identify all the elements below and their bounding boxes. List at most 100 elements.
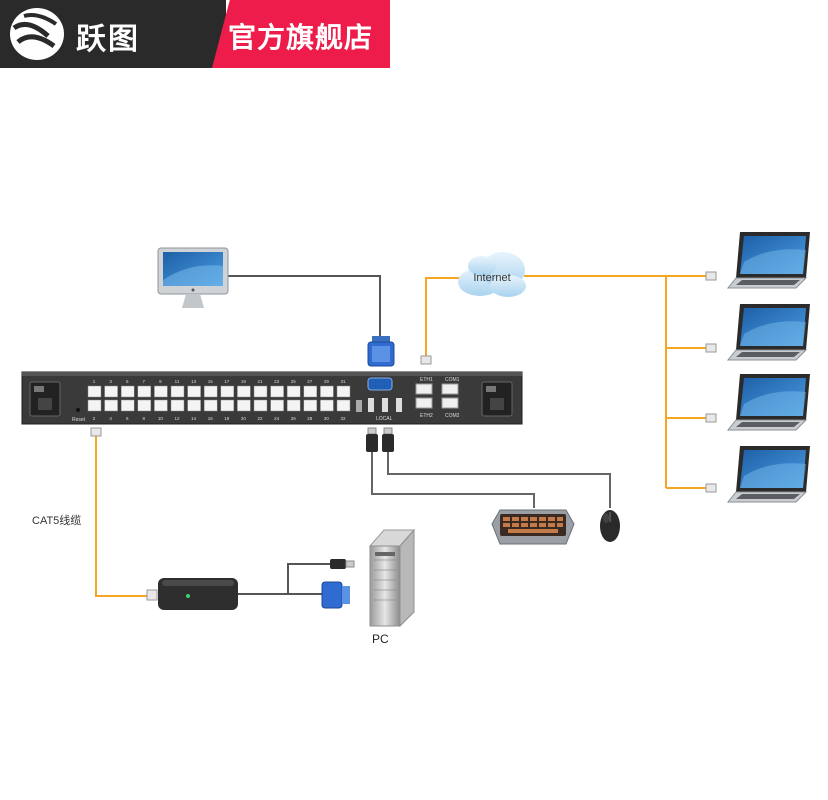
rj45-port-icon xyxy=(220,399,235,412)
brand-logo-icon xyxy=(10,8,64,60)
laptop-group xyxy=(726,232,810,503)
keyboard-icon xyxy=(491,509,575,545)
rj45-port-icon xyxy=(336,385,351,398)
port-number-label: 12 xyxy=(174,416,180,421)
port-number-label: 31 xyxy=(340,379,346,384)
rj45-port-icon xyxy=(87,385,102,398)
vga-connector-icon xyxy=(367,336,395,367)
rj45-port-icon xyxy=(137,385,152,398)
rj45-port-icon xyxy=(104,399,118,412)
mouse-cable xyxy=(387,452,611,508)
rj45-port-icon xyxy=(237,385,251,398)
dongle-usb-plug-icon xyxy=(330,559,355,569)
local-label: LOCAL xyxy=(376,416,393,422)
rj45-port-icon xyxy=(104,385,118,398)
eth2-label: ETH2 xyxy=(420,413,433,419)
usb-plug-icon xyxy=(366,427,394,452)
rj45-port-icon xyxy=(237,399,251,412)
com1-label: COM1 xyxy=(445,377,460,383)
rj45-port-icon xyxy=(303,385,318,398)
rj45-port-icon xyxy=(120,399,135,412)
reset-label: Reset xyxy=(72,417,86,423)
port-number-label: 15 xyxy=(208,379,214,384)
port-number-label: 17 xyxy=(224,379,230,384)
cat5-cable-label: CAT5线缆 xyxy=(32,513,81,527)
laptop-icon xyxy=(726,374,810,431)
monitor-cable xyxy=(226,275,381,340)
port-number-label: 8 xyxy=(143,416,146,421)
eth2-port-icon xyxy=(415,397,433,409)
rj45-port-icon xyxy=(270,399,284,412)
kvm-switch-device: Reset 1234567891011121314151617181920212… xyxy=(21,371,523,425)
pc-tower-icon xyxy=(368,528,416,628)
eth1-port-icon xyxy=(415,383,433,395)
dongle-usb-cable xyxy=(236,563,330,595)
port-number-label: 24 xyxy=(274,416,280,421)
port-number-label: 6 xyxy=(126,416,129,421)
port-number-label: 20 xyxy=(241,416,247,421)
store-banner: 跃图 官方旗舰店 xyxy=(0,0,390,68)
port-number-label: 21 xyxy=(257,379,263,384)
monitor-icon xyxy=(157,247,229,308)
rj45-port-icon xyxy=(320,385,334,398)
internet-label: Internet xyxy=(473,272,510,284)
port-number-label: 9 xyxy=(159,379,162,384)
rj45-port-icon xyxy=(187,399,201,412)
rj45-port-icon xyxy=(170,399,185,412)
com2-port-icon xyxy=(441,397,459,409)
port-number-label: 2 xyxy=(93,416,96,421)
internet-cloud-icon xyxy=(458,252,526,297)
pc-label: PC xyxy=(372,632,389,646)
rj45-port-icon xyxy=(187,385,201,398)
store-label: 官方旗舰店 xyxy=(228,21,374,54)
rj45-port-icon xyxy=(203,399,218,412)
port-number-label: 28 xyxy=(307,416,313,421)
rj45-jack-icon xyxy=(90,271,717,601)
port-number-label: 14 xyxy=(191,416,197,421)
port-number-label: 7 xyxy=(143,379,146,384)
mouse-icon xyxy=(600,510,620,542)
reset-button-icon xyxy=(76,408,80,412)
port-number-label: 11 xyxy=(175,379,180,384)
port-number-label: 10 xyxy=(158,416,164,421)
laptop-icon xyxy=(726,304,810,361)
keyboard-cable xyxy=(371,452,535,508)
rj45-port-icon xyxy=(120,385,135,398)
port-number-label: 22 xyxy=(257,416,263,421)
port-number-label: 19 xyxy=(241,379,247,384)
port-number-label: 30 xyxy=(324,416,330,421)
brand-name: 跃图 xyxy=(76,22,140,57)
port-grid: 1234567891011121314151617181920212223242… xyxy=(87,379,351,421)
rj45-port-icon xyxy=(154,399,168,412)
port-number-label: 18 xyxy=(224,416,230,421)
laptop-icon xyxy=(726,232,810,289)
rj45-port-icon xyxy=(286,385,301,398)
rj45-port-icon xyxy=(303,399,318,412)
port-number-label: 5 xyxy=(126,379,129,384)
port-number-label: 23 xyxy=(274,379,280,384)
port-number-label: 29 xyxy=(324,379,330,384)
port-number-label: 32 xyxy=(340,416,346,421)
rj45-port-icon xyxy=(170,385,185,398)
com2-label: COM2 xyxy=(445,413,460,419)
rj45-port-icon xyxy=(137,399,152,412)
internet-trunk-cable xyxy=(524,275,667,488)
rj45-port-icon xyxy=(320,399,334,412)
rj45-port-icon xyxy=(253,385,268,398)
kvm-dongle-icon xyxy=(158,578,238,610)
port-number-label: 1 xyxy=(93,379,96,384)
rj45-port-icon xyxy=(154,385,168,398)
laptop-icon xyxy=(726,446,810,503)
port-number-label: 16 xyxy=(208,416,214,421)
dongle-vga-plug-icon xyxy=(321,581,350,609)
banner-store-area xyxy=(212,0,390,68)
rj45-port-icon xyxy=(87,399,102,412)
rj45-port-icon xyxy=(253,399,268,412)
cat5-cable xyxy=(95,436,148,597)
port-number-label: 26 xyxy=(291,416,297,421)
rj45-port-icon xyxy=(286,399,301,412)
com1-port-icon xyxy=(441,383,459,395)
rj45-port-icon xyxy=(270,385,284,398)
rj45-port-icon xyxy=(203,385,218,398)
